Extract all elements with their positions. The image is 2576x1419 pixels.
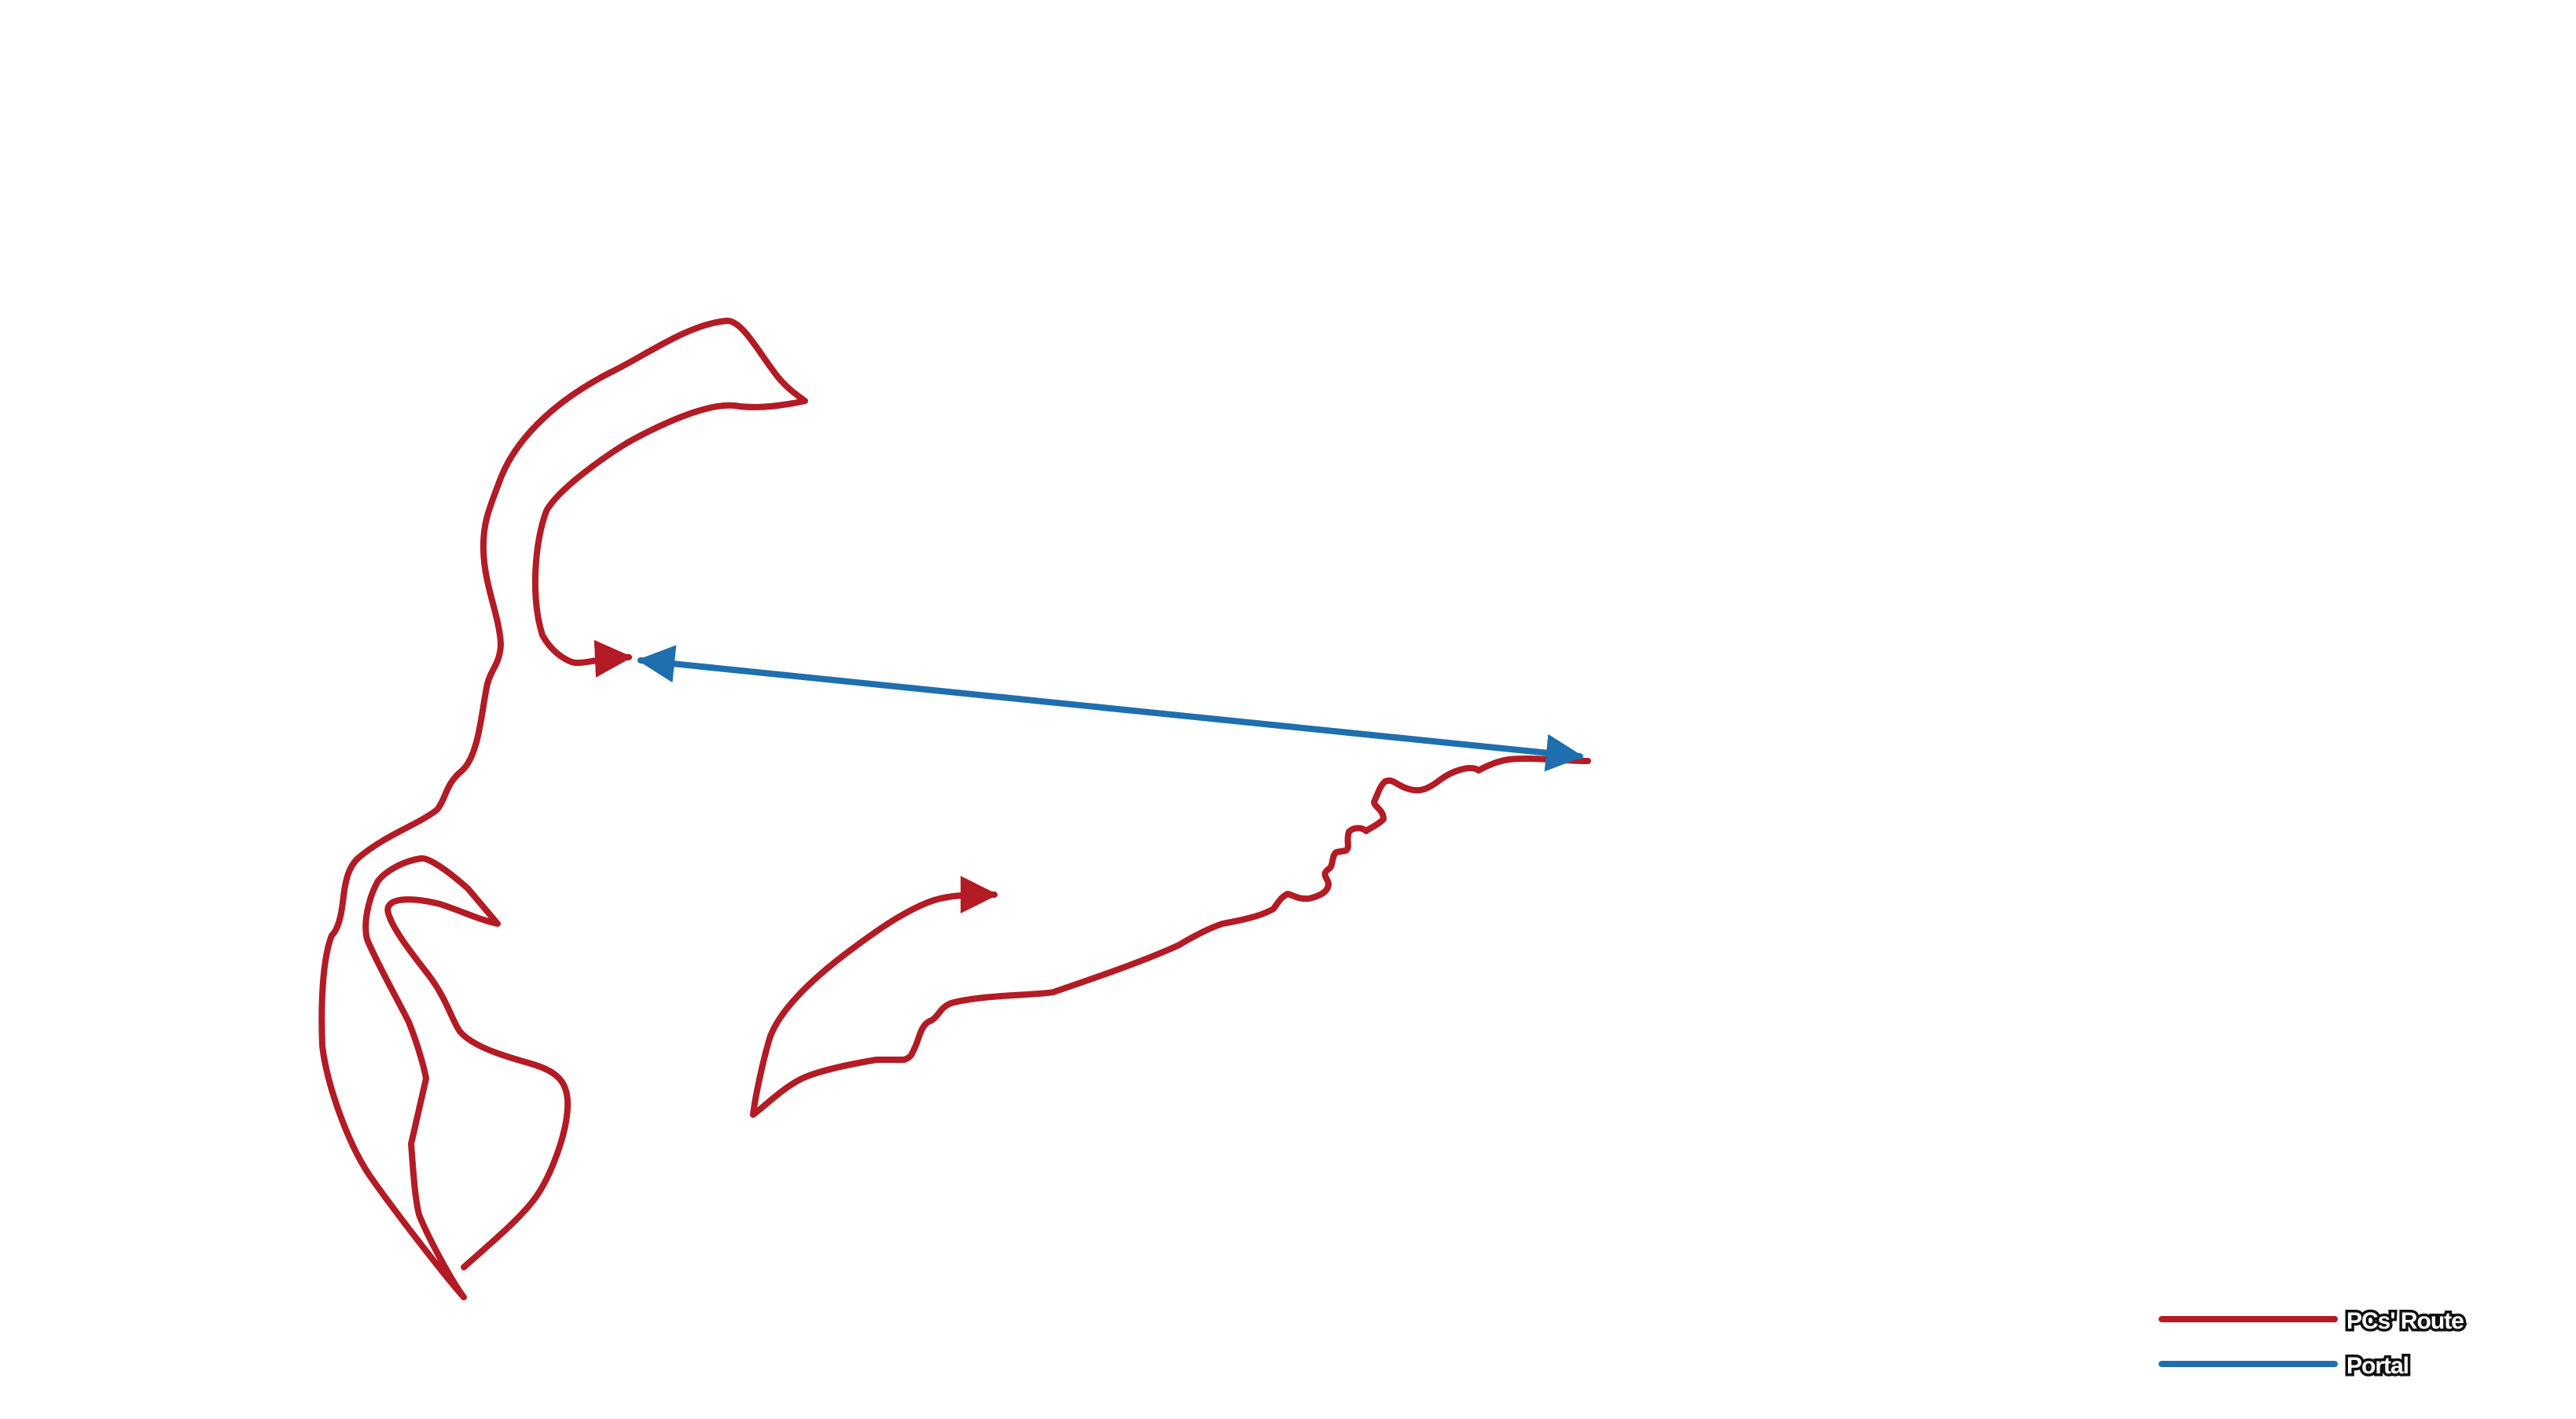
portal-line: [637, 645, 1584, 772]
legend-item-portal: Portal: [2159, 1351, 2412, 1382]
route-segment-west: [318, 318, 808, 1300]
legend-label-route: PCs' Route: [2346, 1308, 2464, 1334]
legend-label-portal: Portal: [2346, 1353, 2409, 1379]
legend: PCs' Route Portal: [2159, 1306, 2468, 1382]
route-segment-east: [750, 755, 1591, 1118]
legend-item-route: PCs' Route: [2159, 1306, 2468, 1337]
